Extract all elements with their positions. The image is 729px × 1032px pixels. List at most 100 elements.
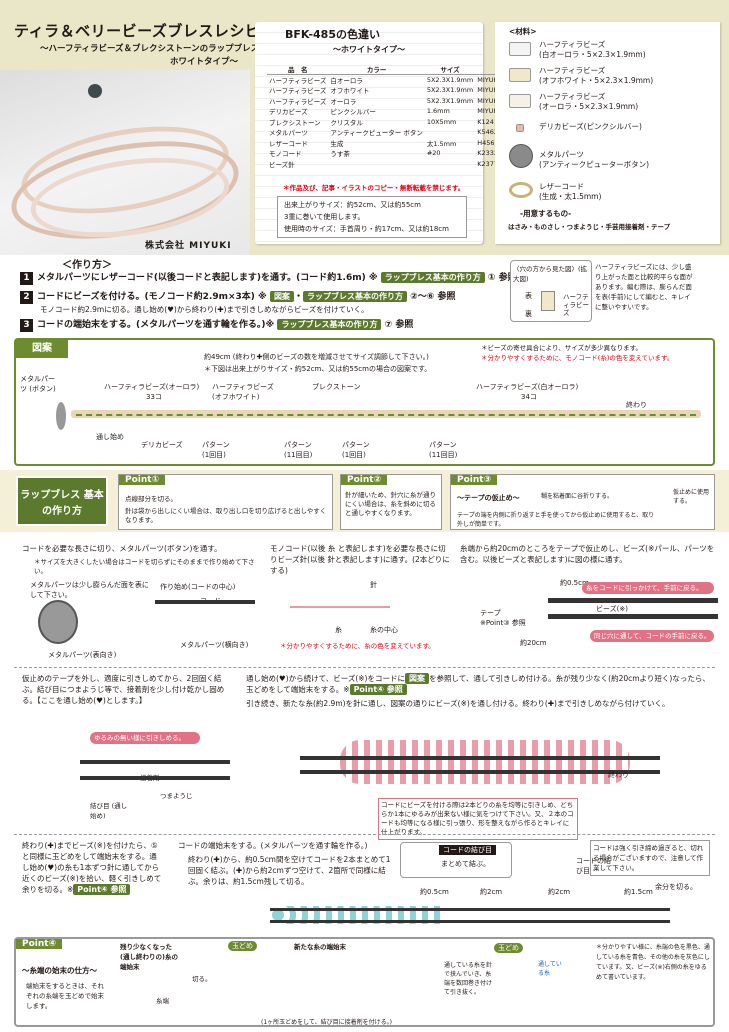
table-cell: K2377 [477, 159, 499, 168]
tools-list: はさみ・ものさし・つまようじ・手芸用接着剤・テープ [508, 223, 671, 231]
color-variant-box: BFK-485の色違い ～ホワイトタイプ～ 品 名カラーサイズ品番個数 ハーフテ… [255, 22, 553, 244]
material-item-5: メタルパーツ (アンティークピューターボタン) [539, 150, 650, 169]
hole-diagram: 〈穴の方から見た図〉(拡大図) 表 裏 ハーフティラビーズ [510, 260, 592, 322]
pattern-note-1: ＊ビーズの寄せ具合により、サイズが多少異なります。 [481, 344, 642, 352]
basic-step-3-beads: ビーズ(※) [596, 605, 628, 613]
table-cell: ビーズ針 [269, 160, 295, 169]
table-cell: ブレクシストーン [269, 118, 321, 127]
table-cell: ハーフティラビーズ [269, 87, 327, 96]
finished-size: 出来上がりサイズ：約52cm、又は約55cm [284, 201, 421, 209]
hole-description: ハーフティラビーズには、少し盛り上がった面と比較的平らな面があります。編む際は、… [595, 263, 693, 311]
variant-title: BFK-485の色違い [285, 28, 380, 41]
cut-label: 余分を切る。 [655, 883, 697, 891]
table-cell [328, 159, 424, 170]
point-2-box: Point② 針が細いため、針穴に糸が通りにくい場合は、糸を斜めに切ると通しやす… [340, 474, 442, 530]
material-item-2: ハーフティラビーズ (オフホワイト・5×2.3×1.9mm) [539, 66, 654, 85]
tools-title: -用意するもの- [520, 209, 572, 218]
company-logo: 株式会社 MIYUKI [145, 241, 232, 251]
material-item-3: ハーフティラビーズ (オーロラ・5×2.3×1.9mm) [539, 92, 639, 111]
pattern-c-label: パターン (1回目) [342, 441, 370, 459]
table-header: 品 名 [267, 64, 329, 75]
pattern-d-label: パターン (11回目) [429, 441, 458, 459]
basic-step-1: コードを必要な長さに切り、メタルパーツ(ボタン)を通す。 [22, 544, 222, 553]
basic-step-3-dim-2: 約20cm [520, 639, 547, 647]
pattern-size-note: ＊下図は出来上がりサイズ・約52cm、又は約55cmの場合の図案です。 [204, 365, 432, 373]
table-cell: オーロラ [330, 97, 357, 106]
basic-step-3-callout-1: 糸をコードに引っかけて、手前に戻る。 [582, 582, 714, 594]
table-cell: うす茶 [330, 150, 350, 159]
material-item-6: レザーコード (生成・太1.5mm) [539, 182, 602, 201]
basic-step-5-detail: 引き続き、新たな糸(約2.9m)を針に通し、図案の通りにビーズ(※)を通し付ける… [246, 699, 670, 708]
table-cell: ハーフティラビーズ [269, 97, 327, 106]
pattern-box: 図案 ＊ビーズの寄せ具合により、サイズが多少異なります。 ＊分かりやすくするため… [14, 338, 715, 466]
materials-box: <材料> ハーフティラビーズ (白オーロラ・5×2.3×1.9mm) ハーフティ… [495, 22, 720, 244]
materials-title: <材料> [509, 27, 537, 36]
basic-step-7-knot-label: コードの結び目 [576, 857, 611, 875]
basic-step-5: 通し始め(♥)から続けて、ビーズ(※)をコードに図案を参照して、通して引きしめ付… [246, 673, 710, 695]
basic-step-2-thread: 糸 [335, 626, 342, 634]
basic-step-1-callout: メタルパーツは少し膨らんだ面を表にして下さい。 [30, 581, 149, 599]
pattern-offwhite-label: ハーフティラビーズ (オフホワイト) [212, 383, 274, 401]
table-cell: モノコード [269, 150, 302, 159]
table-cell: クリスタル [330, 118, 363, 127]
pattern-b-label: パターン (11回目) [284, 441, 313, 459]
point-4-box: Point④ ～糸端の始末の仕方～ 端始末をするときは、それぞれの糸端を玉どめで… [14, 937, 715, 1027]
pattern-note-2: ＊分かりやすくするために、モノコード(糸)の色を変えています。 [481, 354, 674, 362]
table-cell: オフホワイト [330, 87, 370, 96]
basic-step-2-note: ＊分かりやすくするために、糸の色を変えています。 [280, 642, 435, 650]
basic-step-3-tape: テープ [480, 609, 501, 617]
table-cell: 5X2.3X1.9mm [426, 86, 474, 95]
basic-step-2-needle: 針 [370, 581, 377, 589]
variant-type: ～ホワイトタイプ～ [333, 45, 405, 54]
table-cell: 5X2.3X1.9mm [426, 76, 474, 84]
basic-step-4: 仮止めのテープを外し、適度に引きしめてから、2回固く結ぶ。結び目につまようじ等で… [22, 674, 225, 705]
material-item-4: デリカビーズ(ピンクシルバー) [539, 122, 642, 131]
pattern-white-count: 34コ [521, 393, 537, 401]
point-3-box: Point③ ～テープの仮止め～ 糊を粘着面に谷折りする。 仮止めに使用する。 … [450, 474, 715, 530]
pattern-white-label: ハーフティラビーズ(白オーロラ) [476, 383, 579, 391]
pattern-title: 図案 [16, 340, 68, 358]
basic-step-4-knot: 結び目 (通し始め) [90, 802, 128, 820]
table-cell: K2332/#4 [477, 149, 510, 158]
basic-step-2-center: 糸の中心 [370, 626, 398, 634]
table-cell: 生成 [330, 139, 344, 148]
table-cell: 10X5mm [426, 117, 457, 126]
steps-title: ＜作り方＞ [62, 260, 112, 271]
dim-1: 約0.5cm [420, 888, 449, 896]
page-subtitle-type: ホワイトタイプ～ [170, 57, 239, 67]
basic-step-7: コードの端始末をする。(メタルパーツを通す輪を作る。) [178, 841, 368, 850]
table-header: サイズ [424, 64, 476, 75]
table-cell: デリカビーズ [269, 108, 308, 117]
pattern-metal-label: メタルパーツ (ボタン) [20, 375, 56, 393]
table-cell: レザーコード [269, 139, 308, 148]
wrap-note: 3重に巻いて使用します。 [284, 213, 365, 221]
copyright-note: ＊作品及び、記事・イラストのコピー・無断転載を禁じます。 [283, 184, 465, 192]
dim-2: 約2cm [480, 888, 503, 896]
pattern-a-label: パターン (1回目) [202, 441, 230, 459]
table-cell: H4567/NA [477, 138, 511, 147]
table-cell: アンティークピューター ボタン [330, 129, 423, 138]
page-subtitle: ～ハーフティラビーズ＆ブレクシストーンのラップブレス [40, 44, 260, 54]
basic-step-5-end: 終わり [608, 771, 629, 779]
basic-step-7-detail: 終わり(✚)から、約0.5cm間を空けてコードを2本まとめて1回固く結ぶ。(✚)… [188, 855, 391, 886]
basic-step-5-box: コードにビーズを付ける際は2本どりの糸を均等に引きしめ、どちらか1本にゆるみが出… [378, 798, 578, 840]
pattern-aurora-label: ハーフティラビーズ(オーロラ) [104, 383, 200, 391]
basic-step-4-pick: つまようじ [160, 792, 193, 800]
table-cell: ピンクシルバー [330, 108, 376, 117]
basic-step-1-metal-front: メタルパーツ(表向き) [48, 651, 117, 659]
knot-detail-box: コードの結び目 まとめて結ぶ。 [400, 842, 512, 878]
basic-step-3-ref: ※Point③ 参照 [480, 619, 526, 627]
pattern-delica-label: デリカビーズ [141, 441, 183, 449]
basic-title: ラップブレス 基本の作り方 [16, 476, 108, 526]
pattern-aurora-count: 33コ [146, 393, 162, 401]
basic-step-6: 終わり(✚)までビーズ(※)を付けたら、⑤と同様に玉どめをして端始末をする。通し… [22, 841, 162, 895]
step-2-detail: モノコード約2.9mに切る。通し始め(♥)から終わり(✚)まで引きしめながらビー… [40, 305, 369, 314]
table-cell: 1.6mm [426, 107, 450, 116]
table-cell: K1241/#1 [477, 117, 510, 126]
basic-step-3-callout-2: 同じ穴に通して、コードの手前に戻る。 [590, 630, 714, 642]
pattern-brex-label: ブレクストーン [312, 383, 361, 391]
table-cell: ハーフティラビーズ [269, 77, 327, 85]
warning-note: コードは強く引き締め過ぎると、切れる場合がございますので、注意して作業して下さい… [590, 840, 710, 876]
